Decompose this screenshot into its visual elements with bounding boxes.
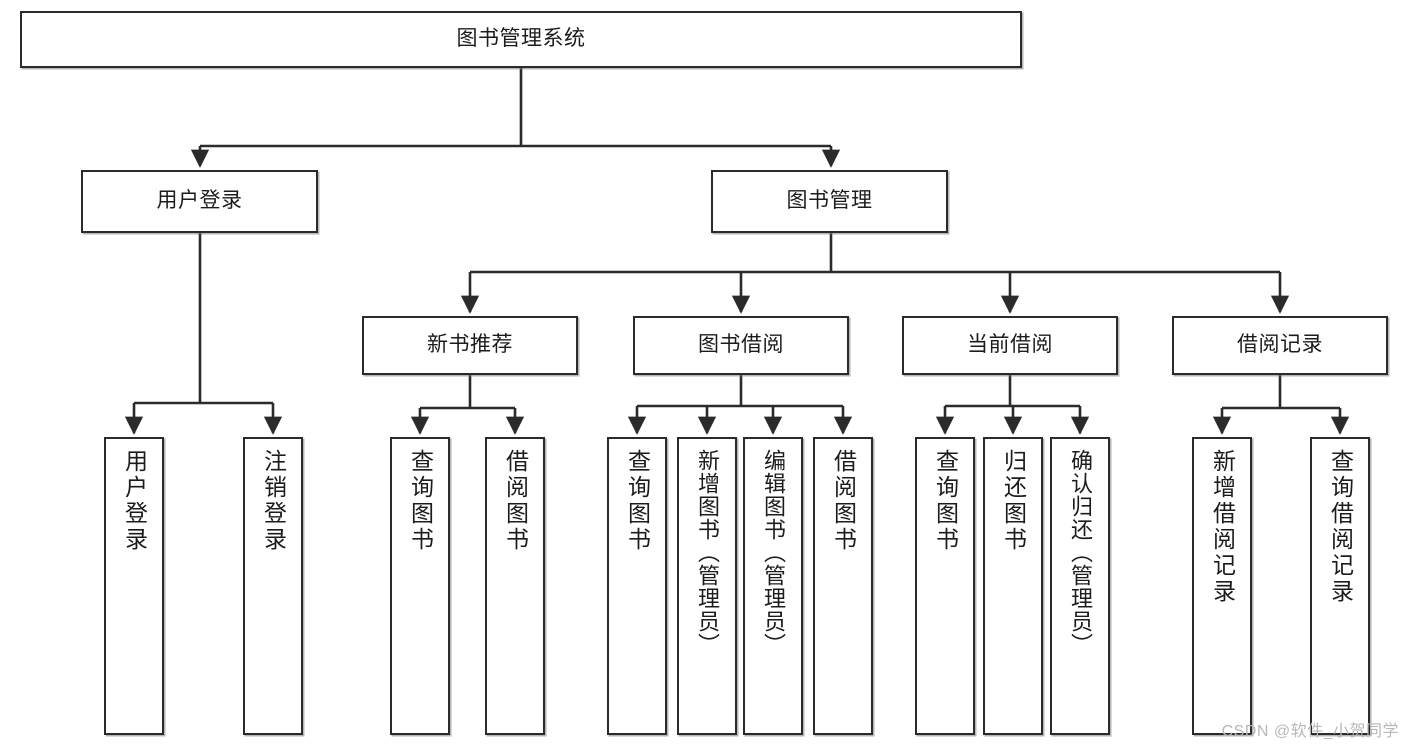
node-leaf-confirm-return[interactable]: 确认归还（管理员） [1050, 437, 1110, 735]
node-leaf-borrow-book-rec[interactable]: 借阅图书 [485, 437, 545, 735]
node-leaf-borrow-book-label: 借阅图书 [830, 449, 857, 553]
node-leaf-query-book-rec-label: 查询图书 [407, 449, 434, 553]
node-leaf-add-record[interactable]: 新增借阅记录 [1192, 437, 1252, 735]
node-leaf-add-book-label: 新增图书（管理员） [695, 449, 720, 656]
node-book-manage-label: 图书管理 [786, 189, 873, 213]
node-leaf-add-record-label: 新增借阅记录 [1209, 449, 1236, 605]
node-borrow-record[interactable]: 借阅记录 [1172, 316, 1388, 375]
node-leaf-query-book-cur[interactable]: 查询图书 [915, 437, 975, 735]
node-leaf-confirm-return-label: 确认归还（管理员） [1068, 449, 1093, 656]
node-leaf-return-book-label: 归还图书 [1000, 449, 1027, 553]
node-leaf-edit-book-label: 编辑图书（管理员） [761, 449, 786, 656]
node-leaf-borrow-book[interactable]: 借阅图书 [813, 437, 873, 735]
node-leaf-user-login[interactable]: 用户登录 [104, 437, 164, 735]
node-leaf-edit-book[interactable]: 编辑图书（管理员） [743, 437, 803, 735]
node-user-login[interactable]: 用户登录 [81, 170, 318, 233]
node-leaf-borrow-book-rec-label: 借阅图书 [502, 449, 529, 553]
node-user-login-label: 用户登录 [156, 189, 243, 213]
node-book-manage[interactable]: 图书管理 [711, 170, 948, 233]
node-book-borrow[interactable]: 图书借阅 [633, 316, 849, 375]
node-leaf-query-book-cur-label: 查询图书 [932, 449, 959, 553]
node-leaf-add-book[interactable]: 新增图书（管理员） [677, 437, 737, 735]
node-leaf-query-book-label: 查询图书 [624, 449, 651, 553]
node-leaf-query-record-label: 查询借阅记录 [1327, 449, 1354, 605]
node-leaf-return-book[interactable]: 归还图书 [983, 437, 1043, 735]
node-leaf-user-login-label: 用户登录 [121, 449, 148, 553]
node-root[interactable]: 图书管理系统 [20, 11, 1022, 68]
node-leaf-query-book[interactable]: 查询图书 [607, 437, 667, 735]
node-current-borrow-label: 当前借阅 [967, 333, 1053, 357]
node-new-book-recommend[interactable]: 新书推荐 [362, 316, 578, 375]
node-root-label: 图书管理系统 [456, 27, 586, 51]
node-leaf-query-record[interactable]: 查询借阅记录 [1310, 437, 1370, 735]
csdn-watermark: CSDN @软件_小贺同学 [1221, 723, 1399, 740]
node-current-borrow[interactable]: 当前借阅 [902, 316, 1118, 375]
node-leaf-logout[interactable]: 注销登录 [243, 437, 303, 735]
node-new-book-recommend-label: 新书推荐 [427, 333, 513, 357]
node-borrow-record-label: 借阅记录 [1237, 333, 1323, 357]
node-book-borrow-label: 图书借阅 [698, 333, 784, 357]
node-leaf-query-book-rec[interactable]: 查询图书 [390, 437, 450, 735]
node-leaf-logout-label: 注销登录 [260, 449, 287, 553]
